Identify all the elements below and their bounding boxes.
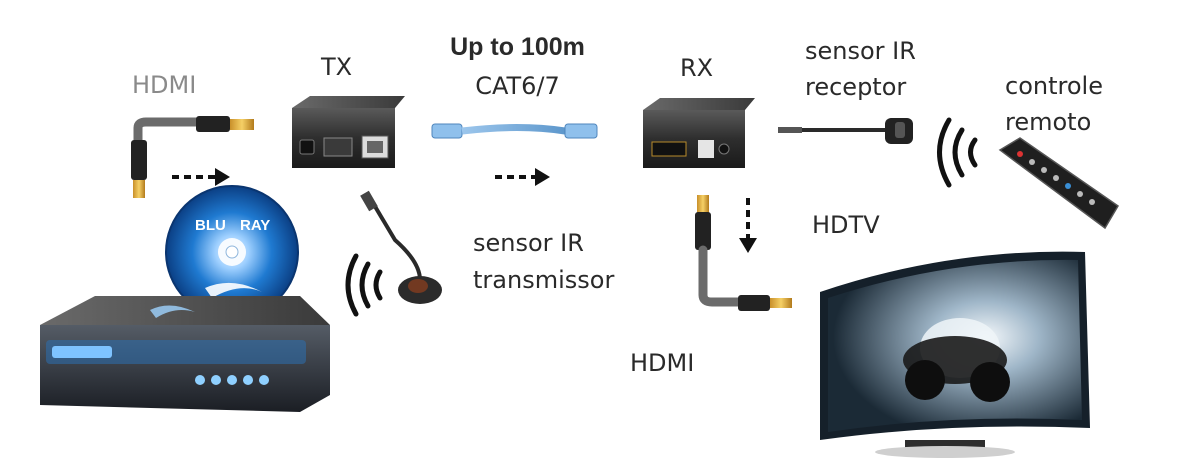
wireless-waves-icon — [345, 253, 383, 317]
ir-receptor-sensor — [778, 118, 913, 144]
remote-wireless-waves-icon — [937, 117, 978, 188]
label-cable-type: CAT6/7 — [475, 72, 560, 100]
label-sensor-ir-receptor-line2: receptor — [805, 73, 907, 101]
label-hdmi-source: HDMI — [132, 71, 197, 99]
label-rx: RX — [680, 54, 714, 82]
rx-receiver-box — [643, 98, 755, 168]
label-tx: TX — [321, 53, 353, 81]
flow-arrow-1 — [172, 168, 230, 186]
label-hdtv: HDTV — [812, 211, 880, 239]
bluray-player — [40, 296, 330, 412]
flow-arrow-2 — [495, 168, 550, 186]
label-cable-distance: Up to 100m — [450, 33, 585, 61]
label-sensor-ir-transmissor-line1: sensor IR — [473, 229, 584, 257]
bluray-text-2: RAY — [240, 217, 270, 234]
label-hdmi-output: HDMI — [630, 349, 695, 377]
label-sensor-ir-receptor-line1: sensor IR — [805, 37, 916, 65]
label-sensor-ir-transmissor-line2: transmissor — [473, 266, 615, 294]
hdtv-icon — [820, 251, 1090, 458]
cat-cable — [431, 123, 598, 139]
hdmi-cable-output — [695, 195, 792, 311]
remote-control-icon — [998, 137, 1120, 230]
flow-arrow-down — [739, 198, 757, 253]
bluray-text-1: BLU — [195, 217, 226, 234]
ir-transmitter-sensor — [360, 190, 442, 304]
hdmi-cable-source — [131, 116, 254, 198]
label-controle-line1: controle — [1005, 72, 1103, 100]
tx-transmitter-box — [292, 96, 405, 168]
label-controle-line2: remoto — [1005, 108, 1092, 136]
